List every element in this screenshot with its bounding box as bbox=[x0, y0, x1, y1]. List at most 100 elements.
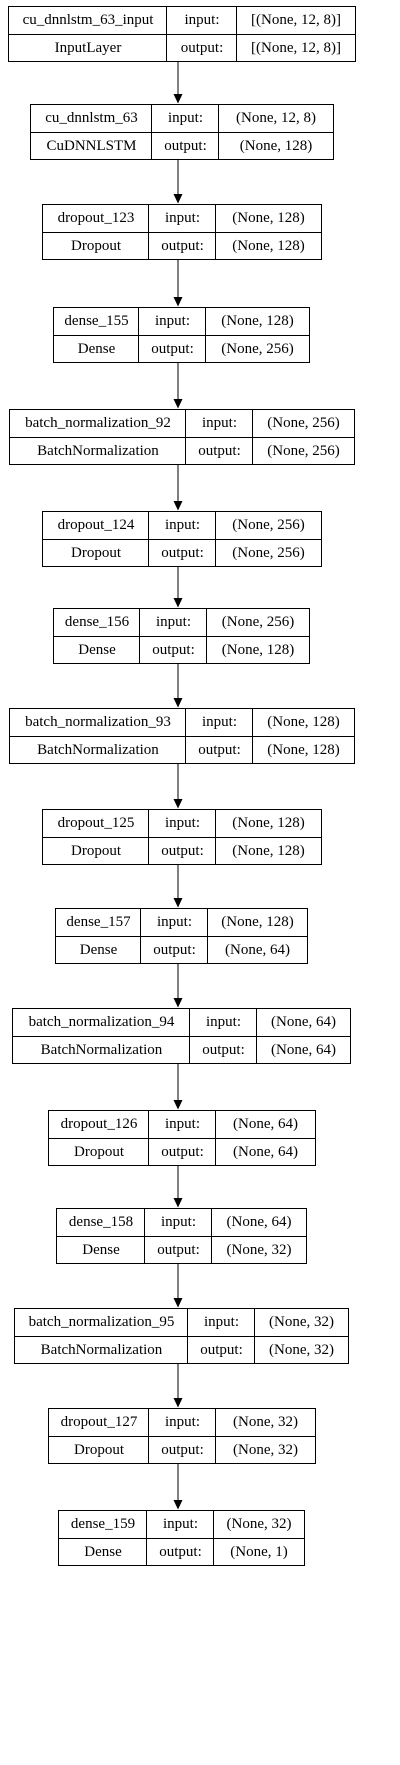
input-shape: (None, 256) bbox=[221, 614, 295, 630]
edge-arrow bbox=[173, 1264, 183, 1308]
input-shape: (None, 128) bbox=[232, 210, 305, 226]
layer-name: dropout_125 bbox=[57, 815, 135, 831]
edge-arrow bbox=[173, 1364, 183, 1408]
output-shape: (None, 128) bbox=[232, 842, 305, 859]
edge-arrow bbox=[173, 964, 183, 1008]
input-label: input: bbox=[164, 210, 200, 226]
output-shape: (None, 64) bbox=[225, 941, 290, 958]
arrowhead-icon bbox=[173, 1100, 183, 1110]
input-shape: (None, 32) bbox=[226, 1516, 292, 1532]
input-label: input: bbox=[164, 517, 200, 533]
layer-type: Dense bbox=[79, 941, 118, 958]
output-label: output: bbox=[152, 641, 195, 658]
arrowhead-icon bbox=[173, 94, 183, 104]
row-divider bbox=[49, 1436, 315, 1437]
output-label: output: bbox=[180, 39, 224, 56]
edge-arrow bbox=[173, 1166, 183, 1208]
layer-type: BatchNormalization bbox=[37, 741, 159, 758]
edge-arrow bbox=[173, 1064, 183, 1110]
layer-name: dense_159 bbox=[70, 1516, 136, 1532]
input-label: input: bbox=[156, 914, 192, 930]
input-label: input: bbox=[203, 1314, 239, 1330]
layer-name: batch_normalization_93 bbox=[25, 714, 171, 730]
layer-type: Dense bbox=[77, 340, 116, 357]
input-shape: [(None, 12, 8)] bbox=[251, 12, 341, 28]
edge-arrow bbox=[173, 465, 183, 511]
edge-arrow bbox=[173, 160, 183, 204]
row-divider bbox=[10, 437, 354, 438]
layer-type: BatchNormalization bbox=[37, 442, 159, 459]
edge-arrow bbox=[173, 865, 183, 908]
input-label: input: bbox=[201, 415, 237, 431]
row-divider bbox=[13, 1036, 350, 1037]
layer-type: Dropout bbox=[74, 1441, 124, 1458]
layer-name: dense_156 bbox=[64, 614, 130, 630]
input-label: input: bbox=[155, 614, 191, 630]
output-shape: (None, 128) bbox=[239, 137, 313, 154]
layer-type: Dense bbox=[78, 641, 116, 658]
row-divider bbox=[43, 232, 321, 233]
layer-type: Dropout bbox=[74, 1143, 124, 1160]
row-divider bbox=[15, 1336, 348, 1337]
arrowhead-icon bbox=[173, 1500, 183, 1510]
edge-arrow bbox=[173, 664, 183, 708]
input-label: input: bbox=[154, 313, 190, 329]
layer-name: batch_normalization_92 bbox=[25, 415, 171, 431]
row-divider bbox=[54, 335, 309, 336]
input-label: input: bbox=[164, 1414, 200, 1430]
edge-arrow bbox=[173, 62, 183, 104]
input-label: input: bbox=[167, 110, 203, 126]
layer-type: CuDNNLSTM bbox=[46, 137, 137, 154]
row-divider bbox=[43, 837, 321, 838]
output-label: output: bbox=[161, 1441, 204, 1458]
arrowhead-icon bbox=[173, 898, 183, 908]
output-label: output: bbox=[161, 842, 204, 859]
layer-name: dropout_127 bbox=[60, 1414, 138, 1430]
layer-type: InputLayer bbox=[54, 39, 122, 56]
arrowhead-icon bbox=[173, 698, 183, 708]
layer-type: Dense bbox=[84, 1543, 122, 1560]
row-divider bbox=[49, 1138, 315, 1139]
output-shape: (None, 32) bbox=[226, 1241, 292, 1258]
output-label: output: bbox=[159, 1543, 202, 1560]
layer-name: dense_158 bbox=[68, 1214, 134, 1230]
input-label: input: bbox=[164, 815, 200, 831]
output-shape: (None, 256) bbox=[267, 442, 340, 459]
row-divider bbox=[54, 636, 309, 637]
output-shape: (None, 64) bbox=[233, 1143, 298, 1160]
output-label: output: bbox=[164, 137, 207, 154]
output-shape: (None, 128) bbox=[232, 237, 305, 254]
layer-name: dropout_126 bbox=[60, 1116, 138, 1132]
output-shape: (None, 32) bbox=[233, 1441, 298, 1458]
layer-name: cu_dnnlstm_63 bbox=[45, 110, 138, 126]
input-shape: (None, 256) bbox=[267, 415, 340, 431]
layer-name: batch_normalization_95 bbox=[28, 1314, 175, 1330]
edge-arrow bbox=[173, 260, 183, 307]
input-shape: (None, 32) bbox=[233, 1414, 298, 1430]
output-shape: [(None, 12, 8)] bbox=[251, 39, 341, 56]
layer-type: Dropout bbox=[71, 842, 121, 859]
row-divider bbox=[56, 936, 307, 937]
input-shape: (None, 12, 8) bbox=[236, 110, 316, 126]
row-divider bbox=[31, 132, 333, 133]
row-divider bbox=[59, 1538, 304, 1539]
output-shape: (None, 32) bbox=[269, 1341, 334, 1358]
output-label: output: bbox=[157, 1241, 200, 1258]
input-label: input: bbox=[160, 1214, 196, 1230]
layer-name: cu_dnnlstm_63_input bbox=[22, 12, 154, 28]
row-divider bbox=[9, 34, 355, 35]
arrowhead-icon bbox=[173, 1298, 183, 1308]
output-label: output: bbox=[198, 741, 241, 758]
output-label: output: bbox=[161, 237, 204, 254]
input-shape: (None, 256) bbox=[232, 517, 305, 533]
